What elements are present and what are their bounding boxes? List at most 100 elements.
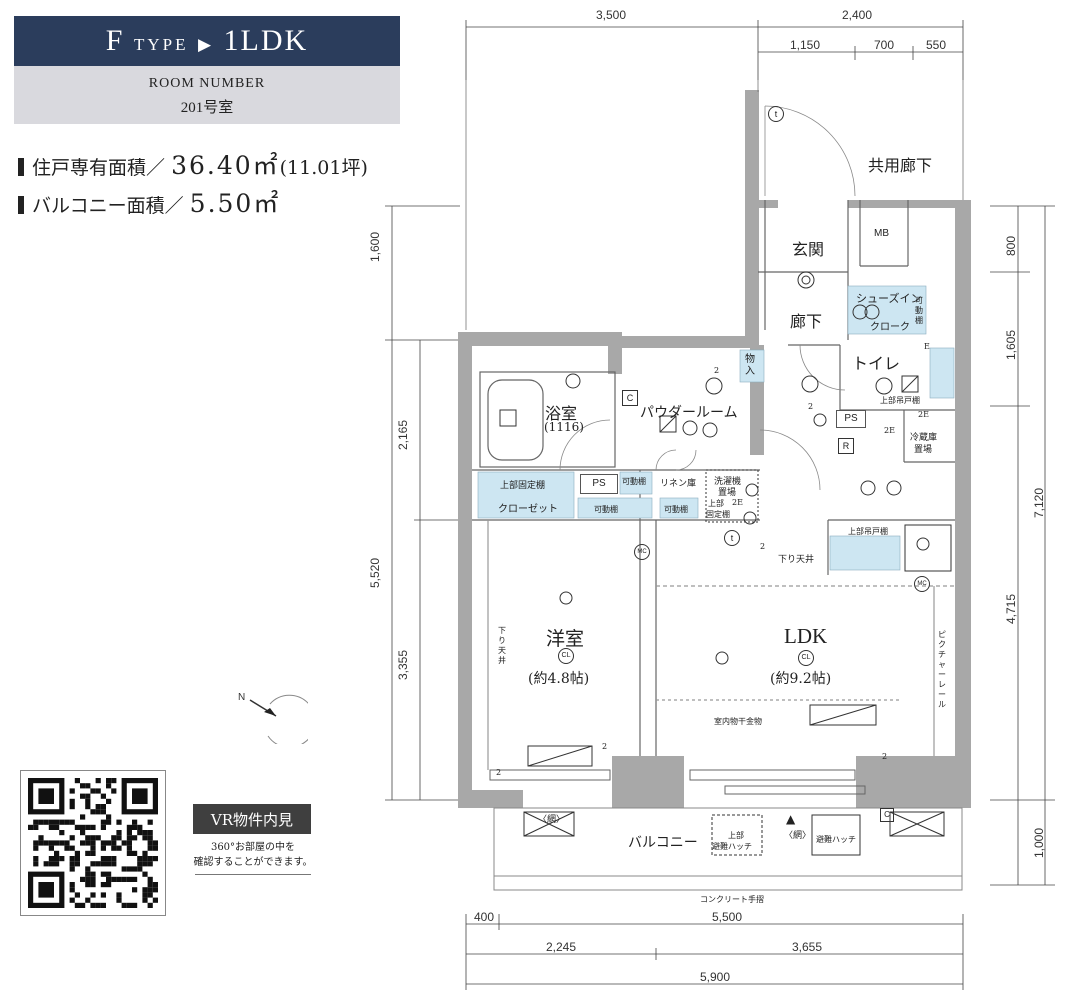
corridor-label: 廊下	[790, 312, 823, 331]
arrow-icon: ▶	[197, 35, 215, 54]
net-label-1: 〈網〉	[538, 815, 566, 825]
dim-left-2165: 2,165	[396, 419, 410, 450]
type-title: F TYPE ▶ 1LDK	[106, 24, 308, 58]
compass-icon: N	[238, 692, 308, 744]
fridge-label-1: 冷蔵庫	[910, 433, 938, 443]
dim-right-7120: 7,120	[1032, 487, 1046, 518]
vr-badge[interactable]: VR物件内見	[193, 804, 311, 834]
picture-rail-label: ピクチャーレール	[938, 630, 946, 709]
balcony-outline	[493, 807, 963, 891]
balcony-area-value: 5.50㎡	[189, 189, 281, 218]
windows	[489, 769, 866, 795]
bath-label: 浴室	[545, 404, 578, 423]
ceiling-light-icon: CL	[798, 650, 814, 666]
compass-north-label: N	[238, 692, 245, 703]
dim-left-5520: 5,520	[368, 557, 382, 588]
outlet-e: E	[924, 342, 930, 351]
dim-bottom-5900: 5,900	[700, 970, 731, 984]
outlet-2e: 2E	[732, 498, 743, 507]
c-mark-icon: C	[880, 808, 894, 822]
storage-label: 物入	[745, 354, 755, 377]
dim-top-3500: 3,500	[596, 8, 627, 22]
triangle-marker-icon: ▲	[786, 812, 796, 826]
t-mark-icon: t	[768, 106, 784, 122]
western-room-size: (約4.8帖)	[528, 671, 590, 687]
private-area-label: 住戸専有面積／	[32, 157, 166, 179]
dim-bottom-3655: 3,655	[792, 940, 823, 954]
ldk-label: LDK	[784, 624, 828, 648]
dimension-lines	[385, 20, 1055, 990]
dim-top-2400: 2,400	[842, 8, 873, 22]
hatch-label: 避難ハッチ	[816, 835, 856, 844]
mc-icon: MC	[634, 544, 650, 560]
hatch-upper-label-1: 上部	[728, 831, 744, 840]
room-number: 201号室	[180, 100, 234, 116]
outlet-count: 2	[808, 402, 814, 411]
outlet-count: 2	[882, 752, 888, 761]
type-header: F TYPE ▶ 1LDK	[14, 16, 400, 66]
room-number-label: ROOM NUMBER	[148, 76, 266, 91]
linen-closet-label: リネン庫	[660, 479, 697, 489]
c-mark-icon: C	[622, 390, 638, 406]
balcony-area: バルコニー面積／ 5.50㎡	[18, 184, 280, 220]
ps-box-2: PS	[836, 410, 866, 428]
cabinets	[477, 285, 955, 571]
movable-shelf-2: 可動棚	[594, 505, 618, 514]
vr-note-line1: 360°お部屋の中を	[210, 842, 296, 853]
dim-right-800: 800	[1004, 235, 1018, 256]
dim-bottom-400: 400	[474, 910, 495, 924]
dim-right-4715: 4,715	[1004, 593, 1018, 624]
dim-left-1600: 1,600	[368, 231, 382, 262]
outlet-count: 2	[496, 768, 502, 777]
upper-fixed-shelf-label: 上部固定棚	[500, 481, 546, 491]
type-word: TYPE	[133, 35, 189, 54]
outlet-count: 2	[602, 742, 608, 751]
private-area-value: 36.40㎡	[171, 151, 280, 180]
outlet-2e: 2E	[918, 410, 929, 419]
fixtures	[499, 271, 952, 856]
upper-fixed-label-1: 上部	[708, 499, 724, 508]
movable-shelf-vertical: 可動棚	[915, 296, 923, 325]
private-area-tsubo: (11.01坪)	[279, 157, 368, 179]
movable-shelf-1: 可動棚	[622, 477, 646, 486]
vr-note-line2: 確認することができます。	[193, 857, 313, 868]
layout-label: 1LDK	[223, 24, 309, 57]
dim-top-550: 550	[926, 38, 947, 52]
vr-note: 360°お部屋の中を 確認することができます。	[185, 840, 321, 875]
washer-label-2: 置場	[718, 488, 737, 498]
qr-code[interactable]	[20, 770, 166, 916]
hatch-upper-label-2: 避難ハッチ	[712, 842, 752, 851]
lowered-ceiling-label: 下り天井	[778, 555, 815, 565]
r-mark-icon: R	[838, 438, 854, 454]
fridge-label-2: 置場	[914, 445, 933, 455]
balcony-label: バルコニー	[628, 835, 698, 851]
clothes-dry-label: 室内物干金物	[714, 717, 762, 726]
ceiling-light-icon: CL	[558, 648, 574, 664]
dim-bottom-5500: 5,500	[712, 910, 743, 924]
closet-label: クローゼット	[498, 504, 558, 515]
upper-fixed-label-2: 固定棚	[706, 510, 730, 519]
mb-label: MB	[874, 228, 889, 239]
upper-hanging-shelf-2: 上部吊戸棚	[848, 527, 888, 536]
ldk-size: (約9.2帖)	[770, 671, 832, 687]
dim-left-3355: 3,355	[396, 649, 410, 680]
qr-pattern-icon	[28, 778, 158, 908]
bullet-bar-icon	[18, 158, 24, 176]
vr-divider	[195, 874, 311, 875]
net-label-2: 〈網〉	[784, 831, 812, 841]
dim-bottom-2245: 2,245	[546, 940, 577, 954]
washer-label-1: 洗濯機	[714, 477, 742, 487]
entrance-label: 玄関	[792, 240, 825, 259]
t-mark-icon: t	[724, 530, 740, 546]
room-number-box: ROOM NUMBER 201号室	[14, 66, 400, 124]
dim-right-1000: 1,000	[1032, 827, 1046, 858]
concrete-rail-label: コンクリート手摺	[700, 895, 764, 904]
outlet-count: 2	[714, 366, 720, 375]
lowered-ceiling-vertical: 下り天井	[498, 626, 506, 665]
frame-lines	[465, 80, 964, 330]
shoes-closet-label-1: シューズイン	[856, 292, 922, 305]
common-hallway-label: 共用廊下	[868, 156, 933, 175]
shoes-closet-label-2: クローク	[870, 322, 910, 333]
upper-hanging-shelf-1: 上部吊戸棚	[880, 396, 920, 405]
